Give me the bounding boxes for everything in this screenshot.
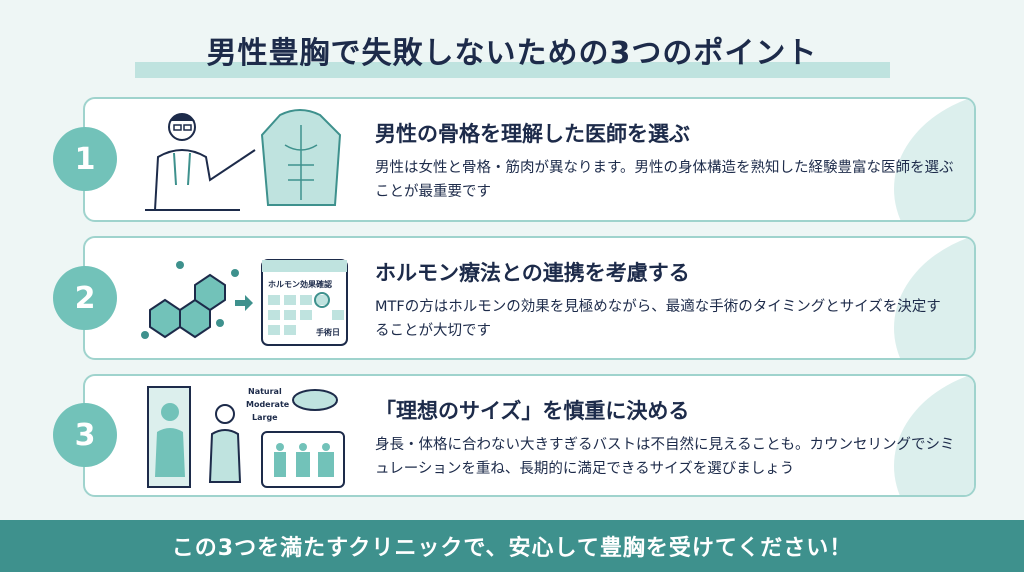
point-body-3: 身長・体格に合わない大きすぎるバストは不自然に見えることも。カウンセリングでシミ… <box>375 437 955 477</box>
point-card-2 <box>83 236 976 360</box>
point-number-2: 2 <box>53 266 117 330</box>
calendar-title: ホルモン効果確認 <box>268 279 332 289</box>
bottom-banner: この3つを満たすクリニックで、安心して豊胸を受けてください！ <box>0 520 1024 572</box>
point-number-3: 3 <box>53 403 117 467</box>
point-heading-2: ホルモン療法との連携を考慮する <box>375 261 690 285</box>
hormone-calendar-icon: ホルモン効果確認 手術日 <box>141 259 348 346</box>
size-label-large: Large <box>252 413 278 422</box>
point-heading-1: 男性の骨格を理解した医師を選ぶ <box>375 122 690 146</box>
size-label-moderate: Moderate <box>246 400 290 409</box>
calendar-marker: 手術日 <box>316 327 340 337</box>
point-card-1 <box>83 97 976 222</box>
point-body-2: MTFの方はホルモンの効果を見極めながら、最適な手術のタイミングとサイズを決定す… <box>375 299 941 339</box>
size-label-natural: Natural <box>248 387 282 396</box>
point-number-1: 1 <box>53 127 117 191</box>
page-title: 男性豊胸で失敗しないための3つのポイント <box>206 36 818 71</box>
point-heading-3: 「理想のサイズ」を慎重に決める <box>375 399 690 423</box>
title-highlight <box>135 62 890 78</box>
size-simulation-icon: Natural Moderate Large <box>147 386 345 488</box>
point-body-1: 男性は女性と骨格・筋肉が異なります。男性の身体構造を熟知した経験豊富な医師を選ぶ… <box>375 160 954 200</box>
doctor-anatomy-icon <box>145 109 342 211</box>
